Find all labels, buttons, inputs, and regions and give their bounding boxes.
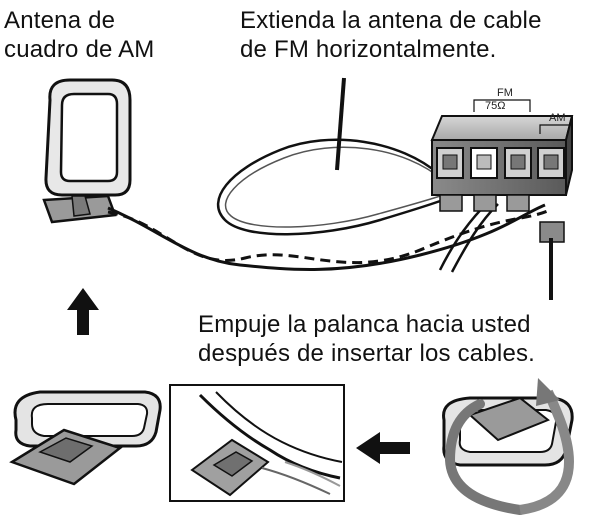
am-terminal-label: AM (549, 112, 566, 124)
am-antenna-label-line-1: Antena de (4, 7, 116, 34)
antenna-terminal-block: FM 75Ω AM (430, 87, 574, 243)
rotate-arrow-icon (444, 378, 574, 515)
am-lead-wire (107, 203, 551, 271)
fm-terminal-label: FM (497, 87, 513, 99)
lever-instruction-line-2: después de insertar los cables. (198, 340, 536, 367)
lever-instruction-label: Empuje la palanca hacia usted después de… (198, 310, 535, 368)
terminal-levers (439, 194, 565, 243)
am-antenna-label-line-2: cuadro de AM (4, 36, 155, 63)
fm-impedance-label: 75Ω (485, 100, 505, 112)
detail-inset (169, 384, 345, 502)
am-antenna-label: Antena de cuadro de AM (4, 6, 155, 64)
up-arrow-icon (67, 288, 99, 335)
fm-instruction-line-2: de FM horizontalmente. (240, 36, 497, 63)
terminal-slots (436, 147, 565, 179)
fm-instruction-label: Extienda la antena de cable de FM horizo… (240, 6, 542, 64)
lever-instruction-line-1: Empuje la palanca hacia usted (198, 311, 531, 338)
fm-instruction-line-1: Extienda la antena de cable (240, 7, 542, 34)
assembled-am-antenna (9, 390, 162, 486)
am-loop-antenna (42, 78, 132, 224)
fm-callout-line (335, 77, 346, 171)
left-arrow-icon (356, 432, 410, 464)
